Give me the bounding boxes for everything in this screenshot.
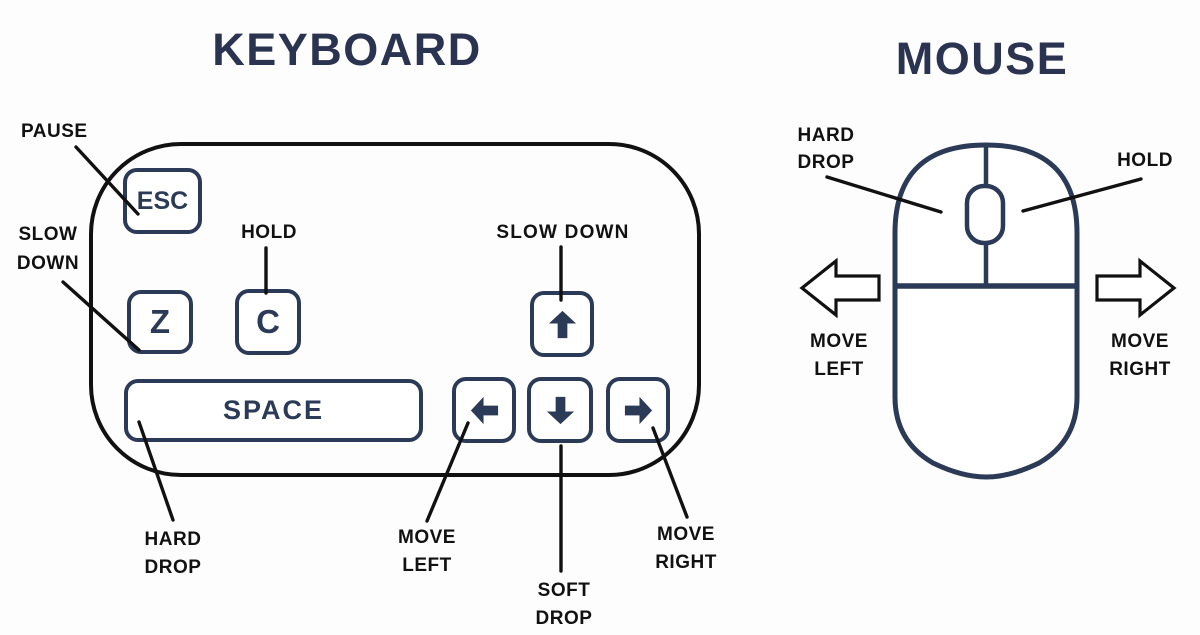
move-right-key-label: MOVE RIGHT — [655, 524, 717, 573]
mouse-section-title: MOUSE — [895, 33, 1069, 84]
move-left-key-label: MOVE LEFT — [398, 527, 456, 576]
left-arrow-key — [452, 377, 516, 443]
move-left-arrow-icon — [799, 257, 881, 319]
move-right-arrow-icon — [1095, 257, 1177, 319]
arrow-left-icon — [470, 396, 498, 424]
move-left-mouse-label: MOVE LEFT — [810, 331, 868, 380]
hard-drop-mouse-label: HARD DROP — [797, 125, 855, 173]
c-key: C — [235, 289, 301, 355]
z-key-label: Z — [149, 303, 171, 340]
space-key-label: SPACE — [222, 395, 325, 425]
up-arrow-key — [530, 291, 594, 357]
pause-label: PAUSE — [21, 121, 88, 142]
hold-mouse-leader-line — [1021, 177, 1143, 213]
hold-c-label: HOLD — [241, 222, 297, 243]
down-arrow-key — [527, 377, 593, 443]
soft-drop-label: SOFT DROP — [535, 580, 593, 629]
esc-key-label: ESC — [136, 186, 189, 215]
hard-drop-space-label: HARD DROP — [144, 529, 202, 578]
c-key-label: C — [256, 303, 280, 340]
space-key: SPACE — [124, 379, 423, 442]
arrow-down-icon — [546, 396, 574, 424]
hold-mouse-label: HOLD — [1117, 150, 1173, 171]
arrow-right-icon — [624, 396, 652, 424]
arrow-up-icon — [548, 310, 576, 338]
mouse-body-outline — [892, 142, 1080, 480]
scroll-wheel-icon — [964, 183, 1006, 246]
hard-drop-mouse-leader-line — [825, 175, 943, 214]
move-right-mouse-label: MOVE RIGHT — [1109, 331, 1171, 380]
slow-down-z-label: SLOW DOWN — [16, 224, 80, 274]
esc-key: ESC — [123, 168, 202, 234]
keyboard-section-title: KEYBOARD — [212, 24, 482, 75]
slow-down-up-label: SLOW DOWN — [496, 222, 630, 243]
z-key: Z — [127, 290, 193, 354]
right-arrow-key — [606, 377, 670, 443]
